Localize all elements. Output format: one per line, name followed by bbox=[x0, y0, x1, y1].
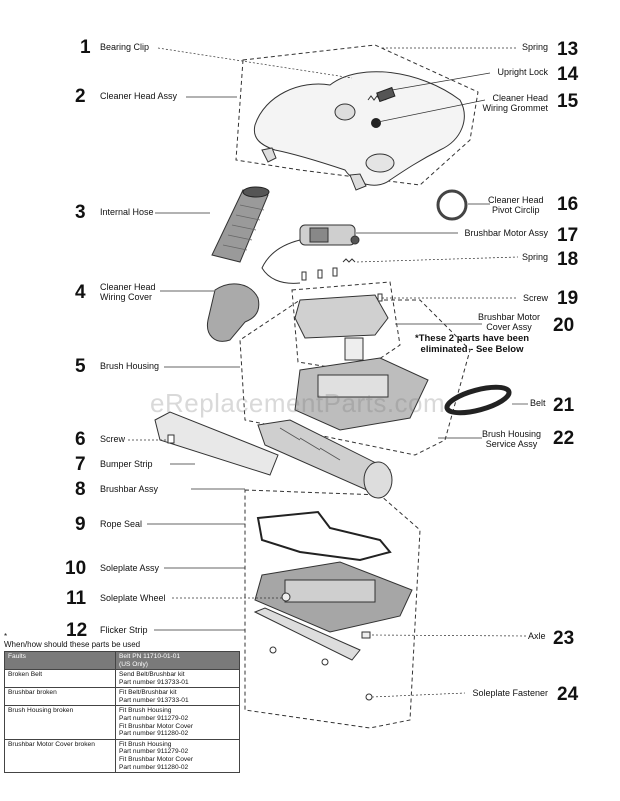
callout-label: Cleaner Head Assy bbox=[100, 91, 178, 101]
callout-number: 8 bbox=[75, 479, 86, 500]
callout-number: 18 bbox=[557, 249, 579, 270]
callout-label: Belt bbox=[530, 398, 546, 408]
callout-label: Brush Housing bbox=[100, 361, 160, 371]
eliminated-parts-shape bbox=[344, 337, 364, 361]
callout-number: 24 bbox=[557, 684, 579, 705]
callout-label: Brush Housing Service Assy bbox=[482, 429, 542, 449]
callout-label: Soleplate Assy bbox=[100, 563, 160, 573]
callout-number: 4 bbox=[75, 282, 86, 303]
callout-label: Cleaner Head Pivot Circlip bbox=[488, 195, 544, 215]
table-row: Brushbar Motor Cover broken Fit Brush Ho… bbox=[4, 738, 240, 774]
parts-usage-table: Faults Belt PN 11710-01-01 (US Only) Bro… bbox=[4, 650, 240, 774]
callout-number: 3 bbox=[75, 202, 86, 223]
callout-number: 9 bbox=[75, 514, 86, 535]
footnote-text: When/how should these parts be used bbox=[4, 640, 141, 650]
bumper-strip-shape bbox=[154, 411, 279, 476]
callout-number: 17 bbox=[557, 225, 579, 246]
wiring-cover-shape bbox=[206, 283, 260, 342]
callout-number: 22 bbox=[553, 428, 575, 449]
callout-number: 19 bbox=[557, 288, 579, 309]
belt-shape bbox=[444, 384, 512, 416]
table-cell: Fit Belt/Brushbar kit Part number 913733… bbox=[115, 687, 240, 707]
rope-seal-shape bbox=[256, 510, 392, 562]
spring-18-shape bbox=[342, 258, 356, 263]
callout-number: 7 bbox=[75, 454, 86, 475]
callout-number: 6 bbox=[75, 429, 86, 450]
callout-number: 16 bbox=[557, 194, 579, 215]
callout-number: 23 bbox=[553, 628, 575, 649]
eliminated-parts-note: *These 2 parts have been eliminated - Se… bbox=[415, 333, 530, 355]
callout-number: 10 bbox=[65, 558, 87, 579]
footnote: * When/how should these parts be used bbox=[4, 632, 141, 650]
callout-label: Brushbar Motor Cover Assy bbox=[478, 312, 541, 332]
brush-housing-shape bbox=[294, 357, 429, 431]
callout-number: 1 bbox=[80, 37, 91, 58]
motor-cover-shape bbox=[294, 294, 389, 339]
callout-label: Internal Hose bbox=[100, 207, 154, 217]
soleplate-shape bbox=[254, 561, 413, 633]
cleaner-head-shape bbox=[253, 71, 465, 191]
callout-label: Bumper Strip bbox=[100, 459, 153, 469]
callout-number: 20 bbox=[553, 315, 575, 336]
watermark: eReplacementParts.com bbox=[150, 388, 446, 418]
table-cell: Send Belt/Brushbar kit Part number 91373… bbox=[115, 669, 240, 689]
callout-number: 15 bbox=[557, 91, 579, 112]
callout-label: Soleplate Fastener bbox=[472, 688, 548, 698]
table-cell: Broken Belt bbox=[4, 669, 116, 689]
brushbar-motor-shape bbox=[261, 224, 360, 284]
callout-label: Brushbar Motor Assy bbox=[464, 228, 548, 238]
internal-hose-shape bbox=[211, 186, 270, 263]
callout-label: Rope Seal bbox=[100, 519, 143, 529]
callout-label: Cleaner Head Wiring Grommet bbox=[482, 93, 548, 113]
callout-label: Soleplate Wheel bbox=[100, 593, 166, 603]
column-header: Belt PN 11710-01-01 (US Only) bbox=[115, 650, 240, 671]
callout-number: 14 bbox=[557, 64, 579, 85]
callout-label: Screw bbox=[100, 434, 126, 444]
upright-lock-shape bbox=[376, 86, 396, 103]
callout-number: 13 bbox=[557, 39, 579, 60]
axle-shape bbox=[361, 631, 371, 639]
callout-label: Axle bbox=[528, 631, 546, 641]
table-cell: Fit Brush Housing Part number 911279-02 … bbox=[115, 738, 240, 774]
callout-number: 12 bbox=[66, 620, 88, 641]
screw-6-shape bbox=[167, 434, 175, 444]
table-header-row: Faults Belt PN 11710-01-01 (US Only) bbox=[4, 650, 240, 671]
leader-lines bbox=[128, 47, 528, 698]
wiring-grommet-shape bbox=[371, 118, 381, 128]
callout-label: Upright Lock bbox=[497, 67, 548, 77]
callout-label: Flicker Strip bbox=[100, 625, 148, 635]
soleplate-fastener-shapes bbox=[269, 646, 373, 701]
brushbar-shape bbox=[257, 419, 393, 499]
callout-label: Screw bbox=[522, 293, 548, 303]
table-row: Brushbar broken Fit Belt/Brushbar kit Pa… bbox=[4, 687, 240, 707]
table-cell: Fit Brush Housing Part number 911279-02 … bbox=[115, 705, 240, 740]
screw-group-shape bbox=[301, 267, 338, 281]
column-header: Faults bbox=[4, 650, 116, 671]
table-cell: Brush Housing broken bbox=[4, 705, 116, 740]
pivot-circlip-shape bbox=[436, 189, 468, 221]
callout-label: Spring bbox=[521, 252, 548, 262]
callout-number: 11 bbox=[66, 588, 87, 609]
table-cell: Brushbar Motor Cover broken bbox=[4, 738, 116, 774]
callout-label: Cleaner Head Wiring Cover bbox=[100, 282, 156, 302]
table-row: Brush Housing broken Fit Brush Housing P… bbox=[4, 705, 240, 740]
callout-label: Bearing Clip bbox=[100, 42, 150, 52]
callout-number: 5 bbox=[75, 356, 86, 377]
footnote-star: * bbox=[4, 632, 8, 641]
callout-number: 21 bbox=[553, 395, 575, 416]
callout-label: Brushbar Assy bbox=[100, 484, 159, 494]
callout-label: Spring bbox=[521, 42, 548, 52]
screw-19-shape bbox=[377, 293, 383, 302]
flicker-strip-shape bbox=[253, 607, 361, 661]
table-cell: Brushbar broken bbox=[4, 687, 116, 707]
table-row: Broken Belt Send Belt/Brushbar kit Part … bbox=[4, 669, 240, 689]
soleplate-wheel-shape bbox=[281, 592, 291, 602]
callout-number: 2 bbox=[75, 86, 86, 107]
